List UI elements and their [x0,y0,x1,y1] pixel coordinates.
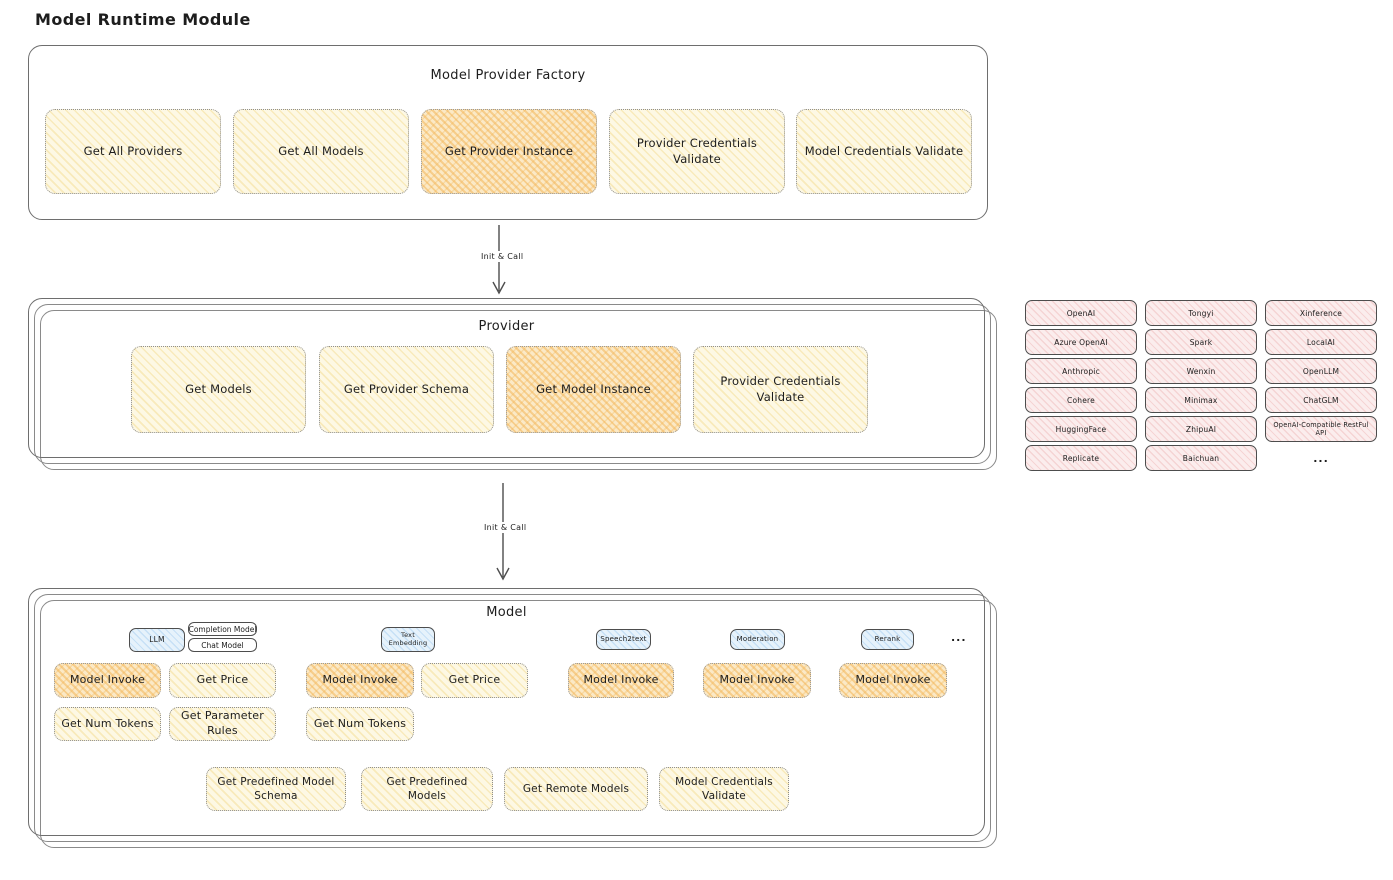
model-title: Model [486,605,527,620]
provider-stack-layer-1 [34,304,991,464]
provider-minimax: Minimax [1145,387,1257,413]
get-all-models-node: Get All Models [233,109,409,194]
provider-chatglm: ChatGLM [1265,387,1377,413]
embedding-model-invoke-node: Model Invoke [306,663,414,698]
init-call-label-2: Init & Call [481,522,530,533]
get-provider-instance-node: Get Provider Instance [421,109,597,194]
provider-stack-layer-2 [40,310,997,470]
provider-title: Provider [478,319,535,334]
provider-tongyi: Tongyi [1145,300,1257,326]
provider-azure-openai: Azure OpenAI [1025,329,1137,355]
tabs-ellipsis: ... [951,631,967,644]
model-credentials-validate-node-2: Model Credentials Validate [659,767,789,811]
provider-box: Provider Get Models Get Provider Schema … [28,298,985,458]
provider-xinference: Xinference [1265,300,1377,326]
get-models-node: Get Models [131,346,306,433]
tab-rerank: Rerank [861,629,914,650]
provider-huggingface: HuggingFace [1025,416,1137,442]
model-stack-layer-1 [34,594,991,842]
provider-stack: Provider Get Models Get Provider Schema … [28,298,997,470]
get-predefined-model-schema-node: Get Predefined Model Schema [206,767,346,811]
provider-openai-compatible: OpenAI-Compatible RestFul API [1265,416,1377,442]
get-all-providers-node: Get All Providers [45,109,221,194]
embedding-get-num-tokens-node: Get Num Tokens [306,707,414,741]
tab-llm: LLM [129,628,185,652]
providers-grid: OpenAI Tongyi Xinference Azure OpenAI Sp… [1025,300,1377,471]
provider-openai: OpenAI [1025,300,1137,326]
model-provider-factory-box: Model Provider Factory Get All Providers… [28,45,988,220]
provider-zhipuai: ZhipuAI [1145,416,1257,442]
provider-localai: LocalAI [1265,329,1377,355]
page-title: Model Runtime Module [35,10,251,29]
providers-ellipsis: ... [1313,451,1329,465]
tab-speech2text: Speech2text [596,629,651,650]
provider-anthropic: Anthropic [1025,358,1137,384]
rerank-model-invoke-node: Model Invoke [839,663,947,698]
tab-text-embedding: Text Embedding [381,627,435,652]
provider-openllm: OpenLLM [1265,358,1377,384]
tab-chat-model: Chat Model [188,638,257,652]
provider-credentials-validate-node-2: Provider Credentials Validate [693,346,868,433]
llm-model-invoke-node: Model Invoke [54,663,161,698]
tab-completion-model: Completion Model [188,622,257,636]
embedding-get-price-node: Get Price [421,663,528,698]
model-stack: Model LLM Completion Model Chat Model Te… [28,588,997,848]
init-call-label-1: Init & Call [478,251,527,262]
speech2text-model-invoke-node: Model Invoke [568,663,674,698]
model-stack-layer-2 [40,600,997,848]
provider-replicate: Replicate [1025,445,1137,471]
get-provider-schema-node: Get Provider Schema [319,346,494,433]
provider-spark: Spark [1145,329,1257,355]
get-remote-models-node: Get Remote Models [504,767,648,811]
llm-get-parameter-rules-node: Get Parameter Rules [169,707,276,741]
get-predefined-models-node: Get Predefined Models [361,767,493,811]
llm-get-num-tokens-node: Get Num Tokens [54,707,161,741]
moderation-model-invoke-node: Model Invoke [703,663,811,698]
llm-get-price-node: Get Price [169,663,276,698]
provider-wenxin: Wenxin [1145,358,1257,384]
provider-baichuan: Baichuan [1145,445,1257,471]
model-credentials-validate-node: Model Credentials Validate [796,109,972,194]
tab-moderation: Moderation [730,629,785,650]
model-box: Model LLM Completion Model Chat Model Te… [28,588,985,836]
arrow-provider-to-model [492,483,514,583]
factory-title: Model Provider Factory [430,68,586,83]
provider-credentials-validate-node: Provider Credentials Validate [609,109,785,194]
provider-cohere: Cohere [1025,387,1137,413]
get-model-instance-node: Get Model Instance [506,346,681,433]
